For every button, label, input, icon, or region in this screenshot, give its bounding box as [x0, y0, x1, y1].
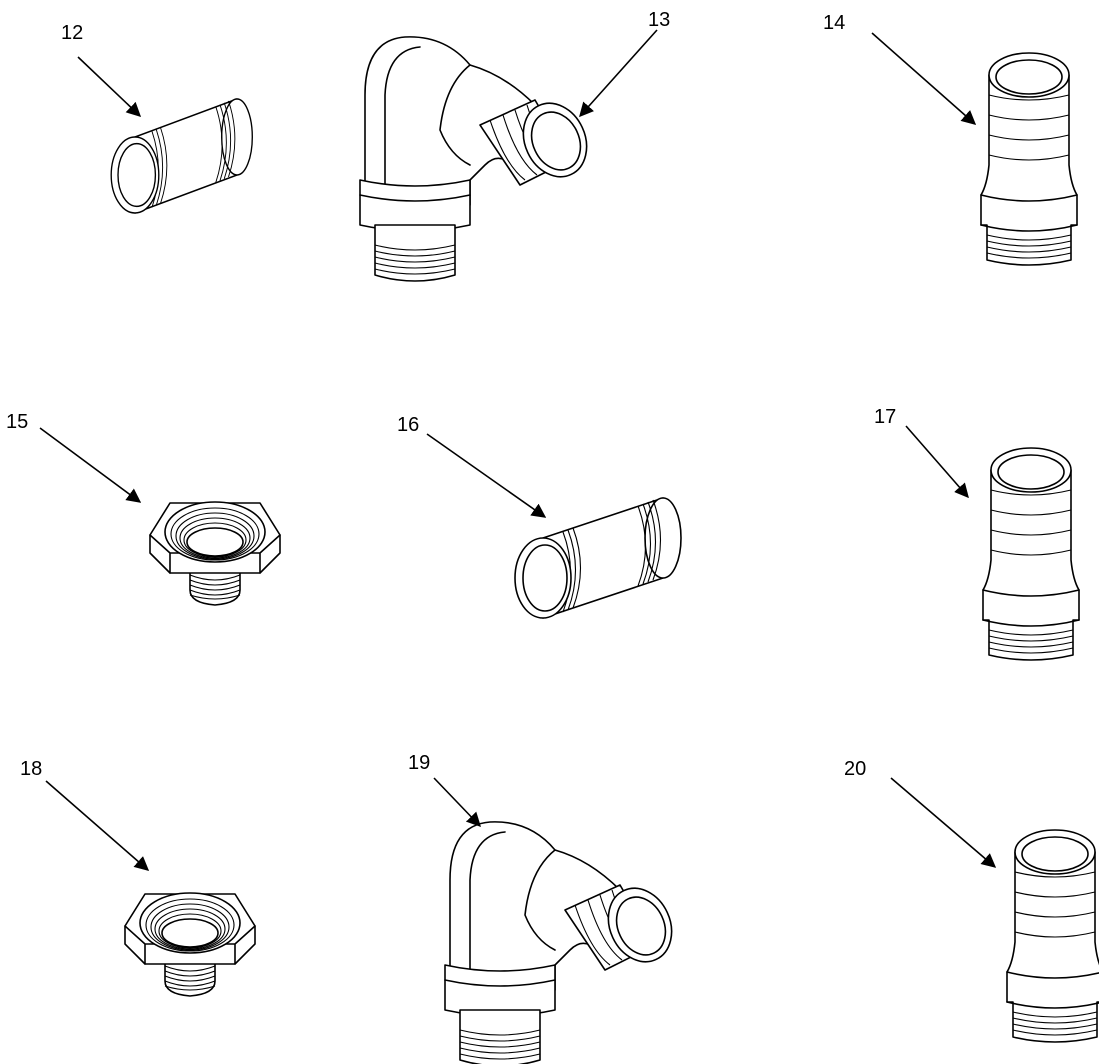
part-12-pipe-nipple: [110, 98, 254, 214]
leader-16: [426, 433, 547, 518]
callout-18: 18: [20, 758, 42, 780]
part-13-elbow: [359, 36, 600, 282]
callout-13-label: 13: [648, 9, 670, 31]
part-18-hex-bushing: [124, 892, 256, 997]
leader-19: [433, 777, 481, 828]
leader-12: [77, 56, 142, 117]
part-20-hose-barb: [1006, 829, 1099, 1043]
callout-14: 14: [823, 12, 845, 34]
leader-14: [871, 32, 977, 125]
callout-19: 19: [408, 752, 430, 774]
leader-17: [905, 425, 969, 499]
callout-16: 16: [397, 414, 419, 436]
part-15-hex-bushing: [149, 501, 281, 606]
leader-13: [579, 29, 658, 118]
callout-12: 12: [61, 22, 83, 44]
part-16-pipe-nipple: [514, 497, 682, 619]
leader-18: [45, 780, 150, 871]
callout-15: 15: [6, 411, 28, 433]
part-14-hose-barb: [980, 52, 1078, 266]
leader-20: [890, 777, 997, 868]
callout-20: 20: [844, 758, 866, 780]
part-17-hose-barb: [982, 447, 1080, 661]
callout-17: 17: [874, 406, 896, 428]
leader-15: [39, 427, 142, 503]
part-19-elbow: [444, 821, 685, 1064]
